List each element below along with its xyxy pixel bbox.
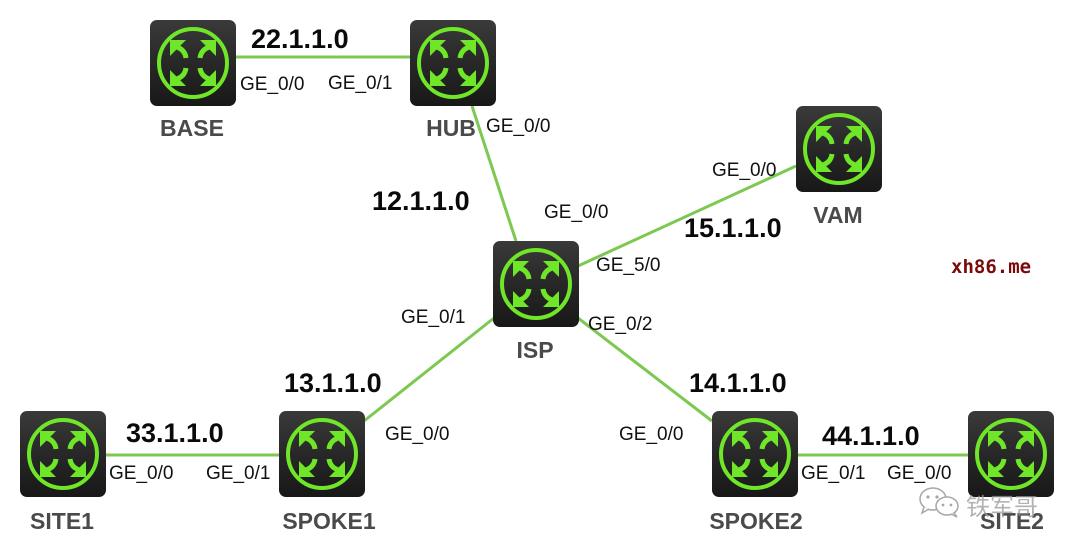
router-spoke1[interactable]	[279, 411, 365, 497]
port-label-spoke2-ge00: GE_0/0	[619, 424, 684, 445]
router-icon	[975, 418, 1047, 490]
link-hub-isp	[470, 105, 518, 242]
port-label-isp-ge00: GE_0/0	[544, 202, 609, 223]
router-base[interactable]	[150, 20, 236, 106]
router-site2[interactable]	[968, 411, 1054, 497]
network-label-12: 12.1.1.0	[372, 186, 470, 216]
port-label-base-ge00: GE_0/0	[240, 74, 305, 95]
network-label-44: 44.1.1.0	[822, 421, 920, 451]
router-icon	[719, 418, 791, 490]
port-label-isp-ge02: GE_0/2	[588, 314, 653, 335]
wechat-icon	[918, 486, 962, 523]
node-label-hub: HUB	[426, 115, 476, 141]
node-label-isp: ISP	[516, 337, 554, 363]
network-label-15: 15.1.1.0	[684, 213, 782, 243]
link-isp-vam	[577, 164, 797, 268]
router-isp[interactable]	[493, 241, 579, 327]
node-label-vam: VAM	[813, 202, 863, 228]
node-label-site2: SITE2	[980, 508, 1044, 534]
router-icon	[803, 113, 875, 185]
network-label-33: 33.1.1.0	[126, 418, 224, 448]
router-spoke2[interactable]	[712, 411, 798, 497]
port-label-isp-ge01: GE_0/1	[401, 307, 466, 328]
router-icon	[500, 248, 572, 320]
router-icon	[157, 27, 229, 99]
network-label-22: 22.1.1.0	[251, 24, 349, 54]
brand-text: xh86.me	[951, 256, 1032, 278]
router-icon	[286, 418, 358, 490]
node-label-spoke1: SPOKE1	[282, 508, 376, 534]
node-label-base: BASE	[160, 115, 224, 141]
link-isp-spoke1	[363, 316, 495, 423]
node-label-site1: SITE1	[30, 508, 94, 534]
router-site1[interactable]	[20, 411, 106, 497]
watermark: 铁军哥	[918, 486, 1038, 523]
node-label-spoke2: SPOKE2	[709, 508, 803, 534]
port-label-spoke1-ge00: GE_0/0	[385, 424, 450, 445]
router-icon	[417, 27, 489, 99]
router-hub[interactable]	[410, 20, 496, 106]
port-label-site1-ge00: GE_0/0	[109, 463, 174, 484]
router-vam[interactable]	[796, 106, 882, 192]
network-label-14: 14.1.1.0	[689, 368, 787, 398]
port-label-hub-ge01: GE_0/1	[328, 73, 393, 94]
port-label-vam-ge00: GE_0/0	[712, 160, 777, 181]
port-label-hub-ge00: GE_0/0	[486, 116, 551, 137]
link-isp-spoke2	[577, 316, 713, 423]
port-label-spoke2-ge01: GE_0/1	[801, 463, 866, 484]
watermark-text: 铁军哥	[966, 493, 1038, 521]
network-label-13: 13.1.1.0	[284, 368, 382, 398]
router-icon	[27, 418, 99, 490]
port-label-isp-ge50: GE_5/0	[596, 255, 661, 276]
port-label-spoke1-ge01: GE_0/1	[206, 463, 271, 484]
port-label-site2-ge00: GE_0/0	[887, 463, 952, 484]
